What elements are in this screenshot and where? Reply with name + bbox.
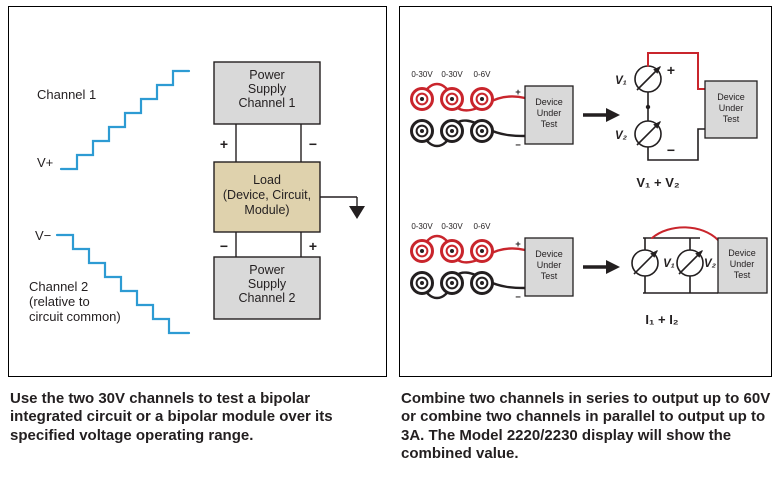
- series-minus-sign: −: [667, 142, 675, 158]
- parallel-equivalent-circuit: V₁ V₂ Device Under Test I₁ + I₂: [631, 226, 768, 327]
- red-binding-post: [440, 239, 464, 263]
- red-binding-post: [470, 239, 494, 263]
- terminal-label-6v-parallel: 0-6V: [474, 222, 492, 231]
- channel2-staircase-waveform: [55, 233, 191, 335]
- vplus-label: V+: [37, 155, 53, 170]
- parallel-black-jumper-wire: [420, 271, 527, 300]
- series-equivalent-circuit: V₁ + V₂ − Device Under Test: [615, 52, 758, 190]
- v2-label-series: V₂: [615, 130, 628, 142]
- parallel-red-jumper-wire: [420, 234, 527, 264]
- load-line3: Module): [244, 203, 289, 217]
- dut-line2: Under: [537, 108, 562, 118]
- channel2-label-line2: (relative to: [29, 294, 90, 309]
- dut-plus-mark: +: [515, 87, 521, 98]
- black-binding-post: [470, 119, 494, 143]
- right-caption: Combine two channels in series to output…: [401, 390, 771, 462]
- dut-line1: Device: [535, 249, 563, 259]
- junction-dot: [645, 104, 651, 110]
- ps1-line3: Channel 1: [239, 96, 296, 110]
- series-connection-row: 0-30V 0-30V 0-6V Device Under Test + −: [410, 52, 758, 190]
- dut-box-parallel-front: Device Under Test + −: [515, 237, 574, 303]
- terminal-label-ch2-parallel: 0-30V: [441, 222, 463, 231]
- ground-symbol: [320, 196, 365, 219]
- terminal-label-ch1-series: 0-30V: [411, 70, 433, 79]
- dut-line2: Under: [719, 103, 744, 113]
- load-line2: (Device, Circuit,: [223, 188, 311, 202]
- channel2-label-line3: circuit common): [29, 309, 121, 324]
- vminus-label: V−: [35, 228, 51, 243]
- terminal-label-6v-series: 0-6V: [474, 70, 492, 79]
- dut-line2: Under: [730, 259, 755, 269]
- ps1-line1: Power: [249, 68, 284, 82]
- power-supply-channel2-box: Power Supply Channel 2: [213, 256, 321, 320]
- black-binding-post: [440, 271, 464, 295]
- dut-line3: Test: [723, 114, 740, 124]
- dut-box-series-circuit: Device Under Test: [704, 80, 758, 139]
- red-binding-post: [410, 87, 434, 111]
- dut-plus-mark: +: [515, 239, 521, 250]
- series-red-jumper-wire: [420, 82, 527, 112]
- channel2-label-line1: Channel 2: [29, 279, 88, 294]
- ps2-plus-sign: +: [309, 238, 317, 254]
- series-parallel-diagram: 0-30V 0-30V 0-6V Device Under Test + −: [410, 52, 768, 327]
- dut-line2: Under: [537, 260, 562, 270]
- ps2-line3: Channel 2: [239, 291, 296, 305]
- black-binding-post: [440, 119, 464, 143]
- v2-label-parallel: V₂: [704, 258, 717, 270]
- load-line1: Load: [253, 173, 281, 187]
- black-binding-post: [410, 271, 434, 295]
- series-plus-sign: +: [667, 62, 675, 78]
- dut-box-parallel-circuit: Device Under Test: [717, 237, 768, 294]
- dut-line1: Device: [535, 97, 563, 107]
- equivalence-arrow-parallel: [583, 260, 620, 274]
- dut-minus-mark: −: [515, 140, 521, 151]
- load-box: Load (Device, Circuit, Module): [213, 161, 321, 233]
- terminal-label-ch2-series: 0-30V: [441, 70, 463, 79]
- source-arrowhead: [695, 250, 703, 258]
- equivalence-arrow-series: [583, 108, 620, 122]
- bipolar-test-diagram: Channel 1 V+ V− Channel 2 (relative to c…: [29, 61, 365, 335]
- parallel-result-label: I₁ + I₂: [645, 312, 678, 327]
- parallel-connection-row: 0-30V 0-30V 0-6V Device Under Test + −: [410, 222, 768, 327]
- left-caption: Use the two 30V channels to test a bipol…: [10, 390, 333, 444]
- series-parallel-diagram-panel: 0-30V 0-30V 0-6V Device Under Test + −: [399, 6, 772, 377]
- series-result-label: V₁ + V₂: [636, 175, 680, 190]
- v1-label-parallel: V₁: [663, 258, 675, 270]
- series-red-circuit-wire: [647, 52, 706, 90]
- parallel-red-circuit-wire: [651, 226, 719, 241]
- dut-line1: Device: [717, 92, 745, 102]
- channel1-label: Channel 1: [37, 87, 96, 102]
- red-binding-post: [410, 239, 434, 263]
- series-black-jumper-wire: [420, 119, 527, 148]
- red-binding-post: [440, 87, 464, 111]
- black-binding-post: [470, 271, 494, 295]
- dut-line3: Test: [541, 271, 558, 281]
- v1-label-series: V₁: [615, 75, 627, 87]
- black-binding-post: [410, 119, 434, 143]
- dut-box-series-front: Device Under Test + −: [515, 85, 574, 151]
- ps1-minus-sign: −: [309, 136, 317, 152]
- dut-line1: Device: [728, 248, 756, 258]
- dut-line3: Test: [541, 119, 558, 129]
- terminal-label-ch1-parallel: 0-30V: [411, 222, 433, 231]
- ps2-minus-sign: −: [220, 238, 228, 254]
- source-arrowhead: [653, 121, 661, 129]
- ps1-plus-sign: +: [220, 136, 228, 152]
- ps2-line1: Power: [249, 263, 284, 277]
- channel1-staircase-waveform: [59, 69, 191, 171]
- bipolar-test-diagram-panel: Channel 1 V+ V− Channel 2 (relative to c…: [8, 6, 387, 377]
- power-supply-channel1-box: Power Supply Channel 1: [213, 61, 321, 125]
- dut-line3: Test: [734, 270, 751, 280]
- red-binding-post: [470, 87, 494, 111]
- dut-minus-mark: −: [515, 292, 521, 303]
- series-black-circuit-wire: [647, 128, 706, 161]
- ps1-line2: Supply: [248, 82, 287, 96]
- ps2-line2: Supply: [248, 277, 287, 291]
- source-arrowhead: [653, 66, 661, 74]
- source-arrowhead: [650, 250, 658, 258]
